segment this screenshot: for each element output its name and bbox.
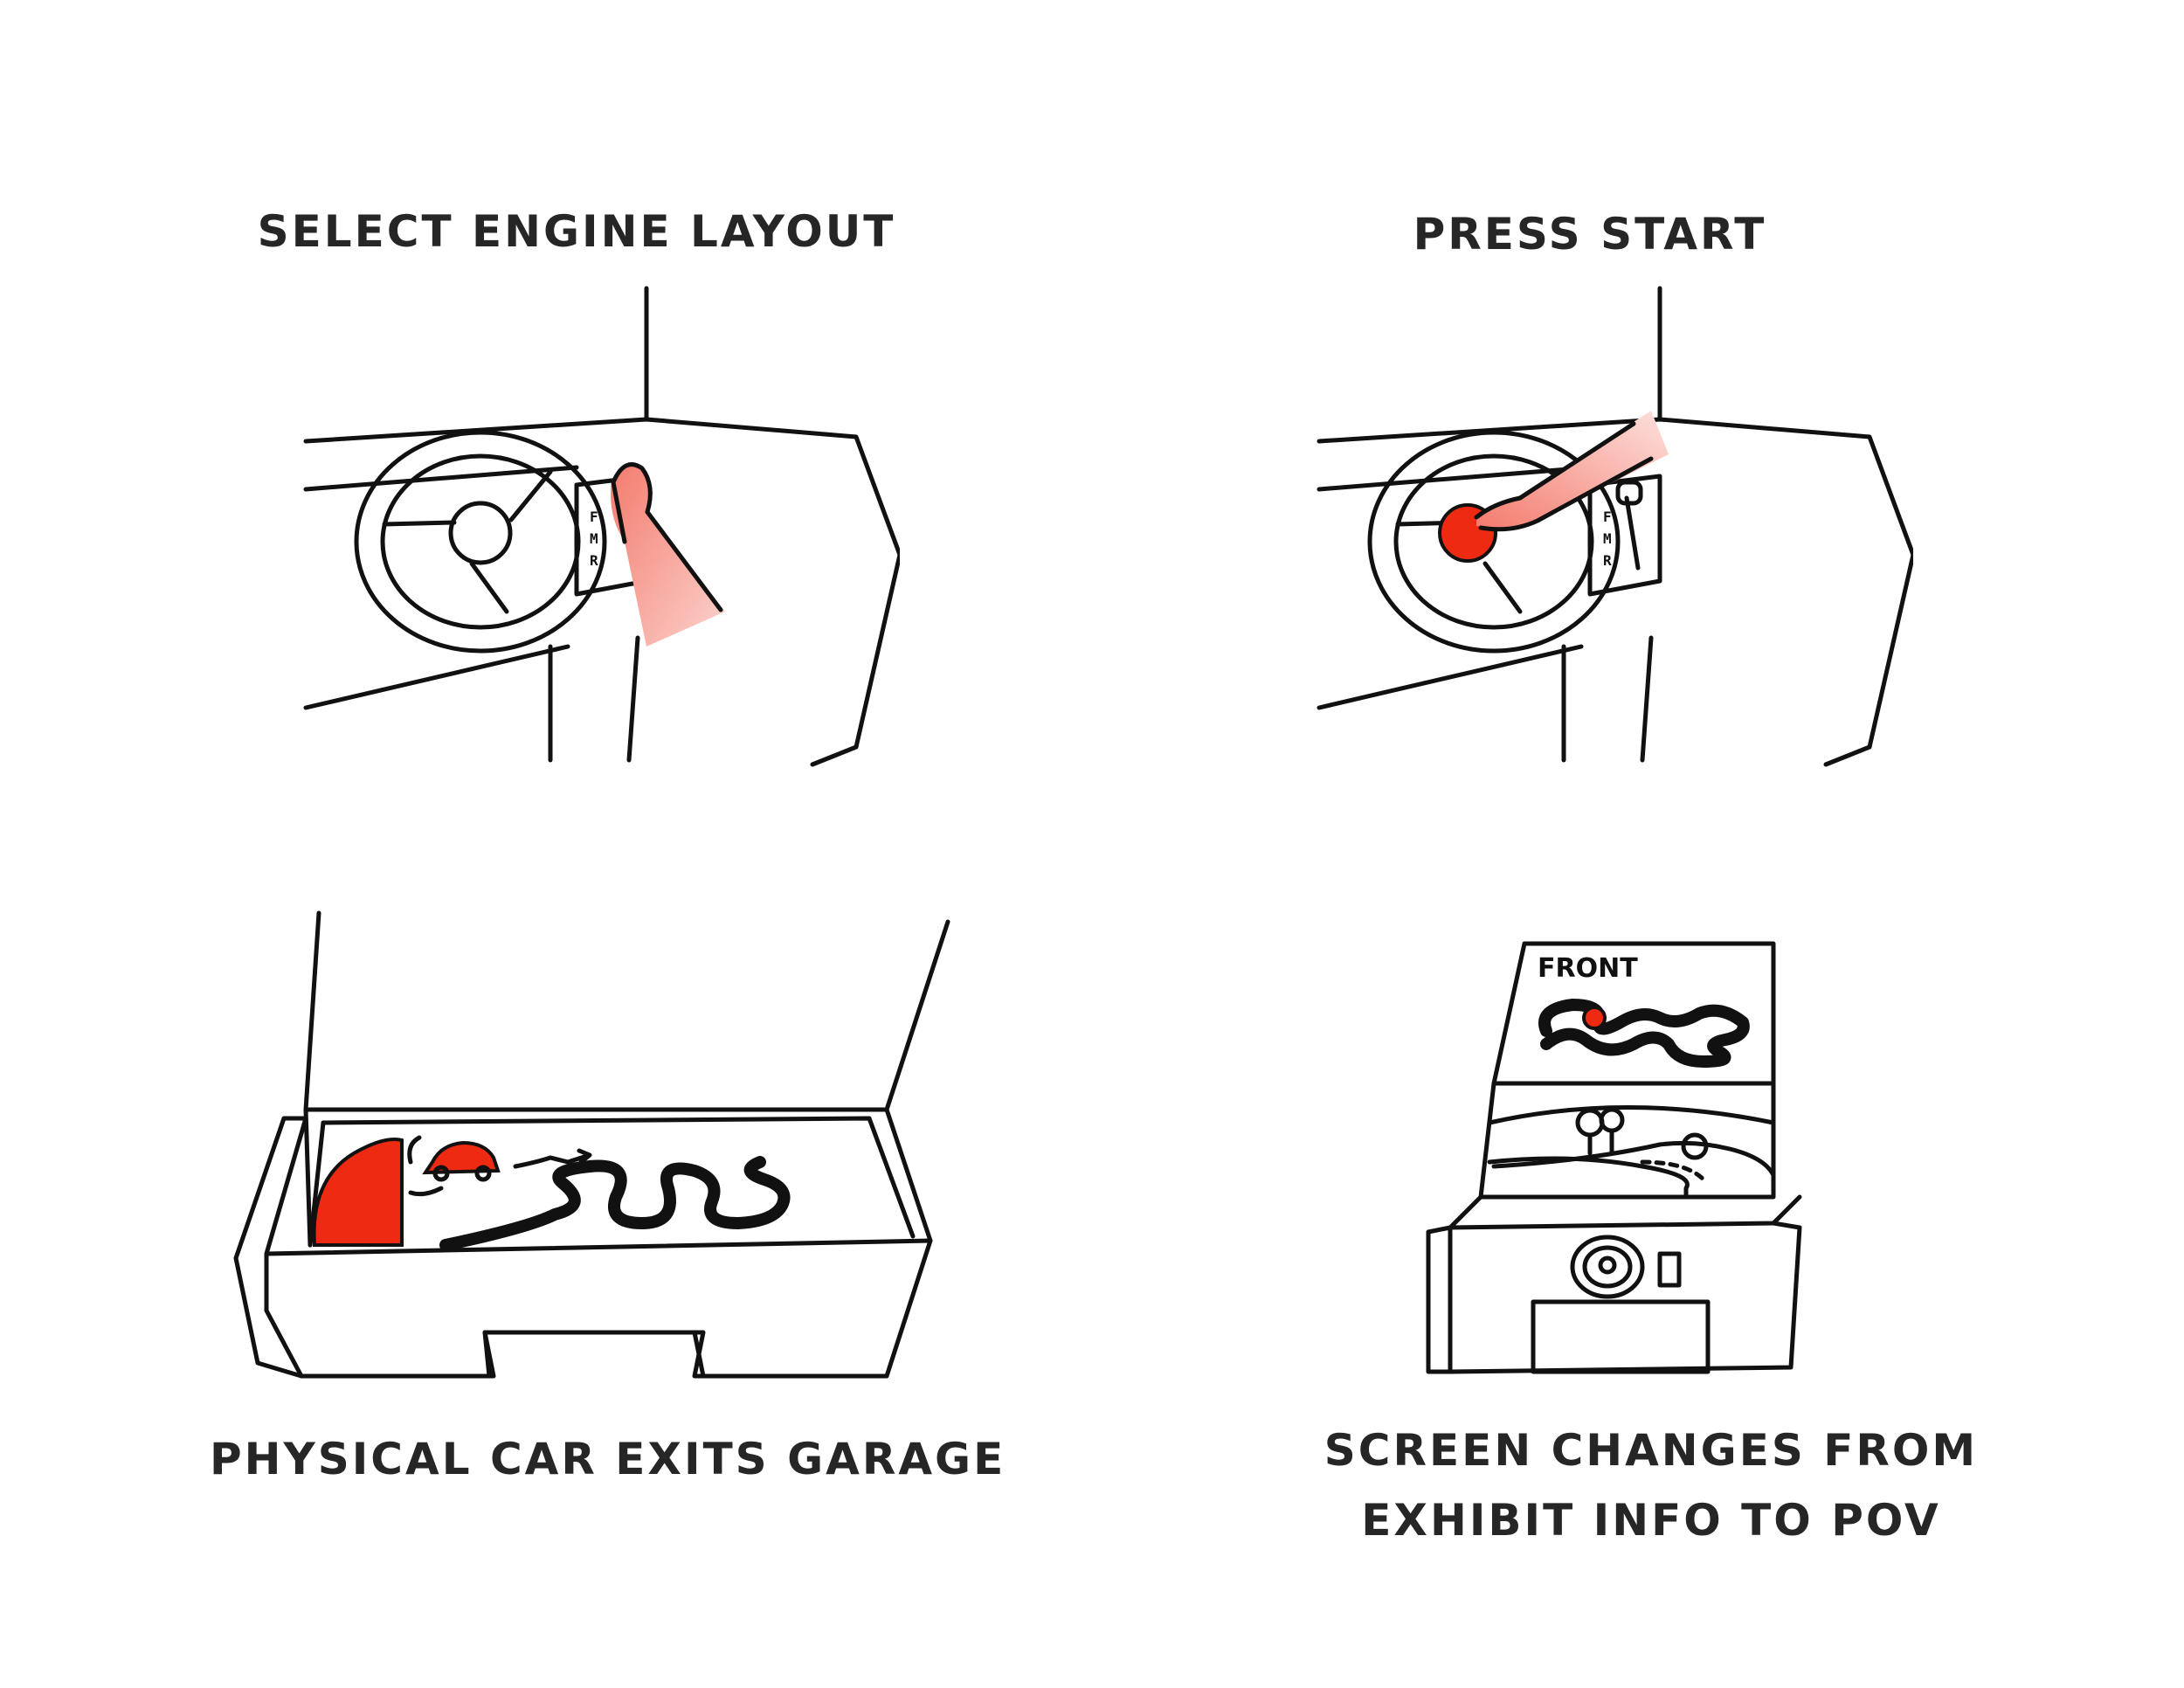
step-1-caption-line: SELECT ENGINE LAYOUT bbox=[257, 206, 896, 257]
step-1-caption: SELECT ENGINE LAYOUT bbox=[227, 197, 926, 266]
tree-icon bbox=[1575, 1107, 1625, 1156]
step-3-caption-line: PHYSICAL CAR EXITS GARAGE bbox=[210, 1434, 1006, 1484]
step-4-caption-line-1: SCREEN CHANGES FROM bbox=[1324, 1425, 1979, 1476]
pov-screen-illustration: FRONT bbox=[1426, 941, 1802, 1374]
car-position-icon bbox=[1582, 1006, 1607, 1030]
gear-label-f: F bbox=[1603, 508, 1612, 525]
gear-label-f: F bbox=[590, 508, 598, 525]
motion-arrow-icon bbox=[408, 1186, 444, 1197]
bush-icon bbox=[1681, 1132, 1709, 1160]
gear-label-m: M bbox=[590, 530, 598, 547]
track-map-icon bbox=[1538, 999, 1750, 1068]
garage-dome-icon bbox=[312, 1138, 404, 1247]
screen-label: FRONT bbox=[1538, 953, 1638, 984]
gear-label-r: R bbox=[1603, 552, 1612, 569]
press-start-illustration: F M R bbox=[1317, 286, 1913, 767]
step-3-caption: PHYSICAL CAR EXITS GARAGE bbox=[210, 1424, 1006, 1494]
gear-selector: F M R bbox=[590, 508, 598, 569]
gear-label-m: M bbox=[1603, 530, 1612, 547]
car-icon bbox=[422, 1140, 501, 1182]
step-4-caption: SCREEN CHANGES FROM EXHIBIT INFO TO POV bbox=[1258, 1415, 2044, 1555]
motion-arrow-icon bbox=[513, 1148, 592, 1169]
garage-illustration bbox=[233, 910, 950, 1379]
motion-arrow-icon bbox=[407, 1135, 422, 1165]
step-4-caption-line-2: EXHIBIT INFO TO POV bbox=[1361, 1495, 1941, 1546]
steering-wheel-icon bbox=[1570, 1235, 1645, 1299]
step-2-caption: PRESS START bbox=[1241, 199, 1939, 269]
step-2-caption-line: PRESS START bbox=[1413, 209, 1767, 259]
select-engine-illustration: F M R bbox=[303, 286, 900, 767]
gear-lever-icon bbox=[1657, 1251, 1682, 1288]
gear-label-r: R bbox=[590, 552, 598, 569]
hand-icon bbox=[1474, 411, 1669, 532]
steering-wheel-icon bbox=[354, 430, 607, 654]
gear-selector: F M R bbox=[1603, 508, 1612, 569]
hand-icon bbox=[611, 462, 725, 647]
